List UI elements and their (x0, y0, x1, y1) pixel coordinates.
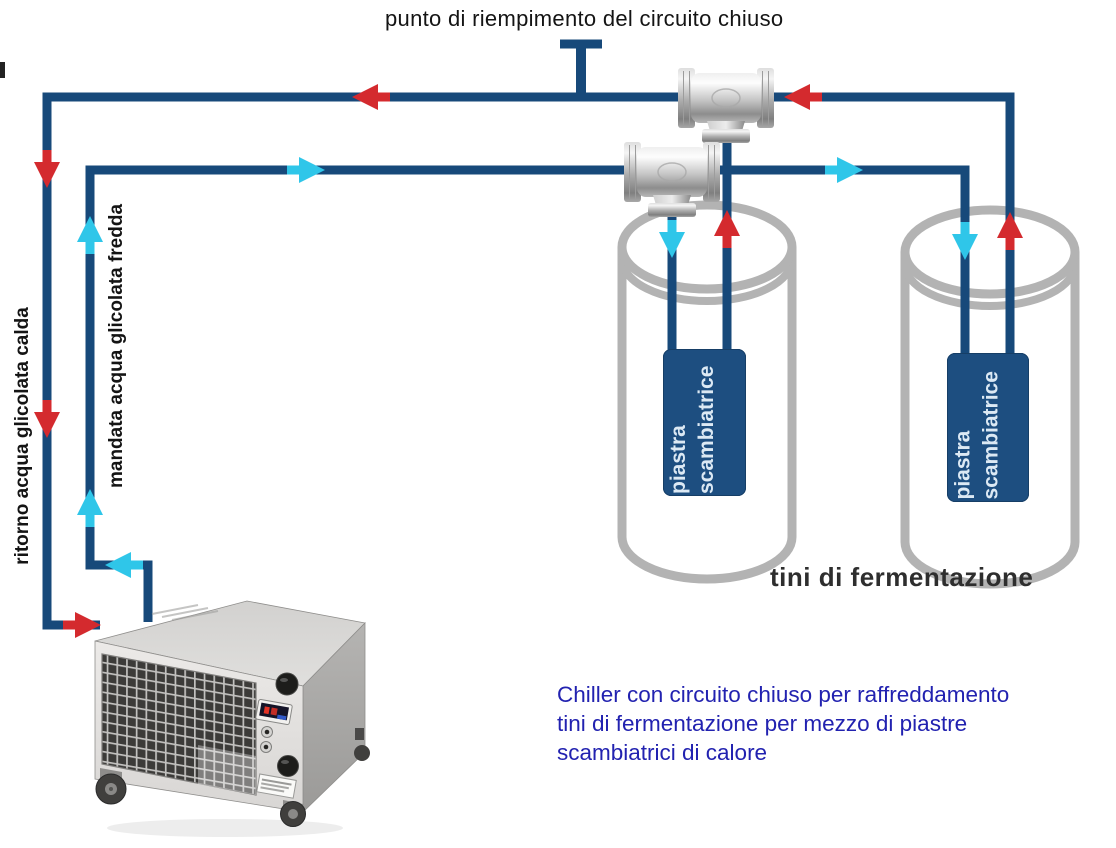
cold-arrow-up-1 (77, 216, 103, 254)
cold-arrow-up-2 (77, 489, 103, 527)
chiller-knob-top (275, 672, 299, 696)
heat-exchanger-plate-1 (663, 349, 746, 496)
hot-flow-arrows (34, 84, 1023, 638)
hot-return-pipe (42, 92, 1015, 630)
heat-exchanger-plate-2 (947, 353, 1029, 502)
fermentation-tank-1 (617, 200, 797, 584)
heat-exchanger-plate-2-label: piastra scambiatrice (951, 371, 1003, 500)
fermentation-tank-2 (900, 205, 1080, 589)
cold-arrow-down-tank2 (952, 222, 978, 260)
caption-line-1: Chiller con circuito chiuso per raffredd… (557, 682, 1010, 707)
fill-point-fitting (560, 39, 602, 97)
cold-arrow-right-2 (825, 157, 863, 183)
caption-line-2: tini di fermentazione per mezzo di piast… (557, 711, 968, 736)
heat-exchanger-plate-1-label: piastra scambiatrice (667, 365, 718, 494)
cold-arrow-right-1 (287, 157, 325, 183)
chiller-display (255, 699, 293, 725)
hot-arrow-right-chiller (63, 612, 101, 638)
chiller-switch-1 (261, 726, 273, 738)
hot-arrow-left-2 (784, 84, 822, 110)
chiller-knob-bottom (277, 755, 299, 777)
tanks-caption: tini di fermentazione (770, 562, 1034, 592)
tee-fitting-lower (624, 142, 720, 217)
hot-arrow-down-2 (34, 400, 60, 438)
cold-flow-arrows (77, 157, 978, 578)
chiller-unit (94, 600, 370, 837)
diagram-caption: Chiller con circuito chiuso per raffredd… (557, 680, 1009, 767)
hot-arrow-left-1 (352, 84, 390, 110)
hot-arrow-down-1 (34, 150, 60, 188)
hot-return-label: ritorno acqua glicolata calda (12, 307, 33, 565)
tee-fitting-upper (678, 68, 774, 143)
chiller-grille (101, 653, 257, 796)
chiller-switch-2 (260, 741, 272, 753)
chiller-caster-rear (354, 745, 370, 761)
chiller-nameplate (256, 773, 297, 799)
fill-point-label: punto di riempimento del circuito chiuso (385, 6, 784, 31)
cold-arrow-left-jog (105, 552, 143, 578)
hot-arrow-up-tank1 (714, 210, 740, 248)
hot-arrow-up-tank2 (997, 212, 1023, 250)
scan-artifact (0, 62, 5, 78)
cold-supply-pipe (85, 165, 970, 622)
cold-supply-label: mandata acqua glicolata fredda (106, 203, 127, 489)
caption-line-3: scambiatrici di calore (557, 740, 768, 765)
cold-arrow-down-tank1 (659, 220, 685, 258)
chiller-caster-right (280, 800, 306, 827)
chiller-caster-left (95, 768, 127, 805)
